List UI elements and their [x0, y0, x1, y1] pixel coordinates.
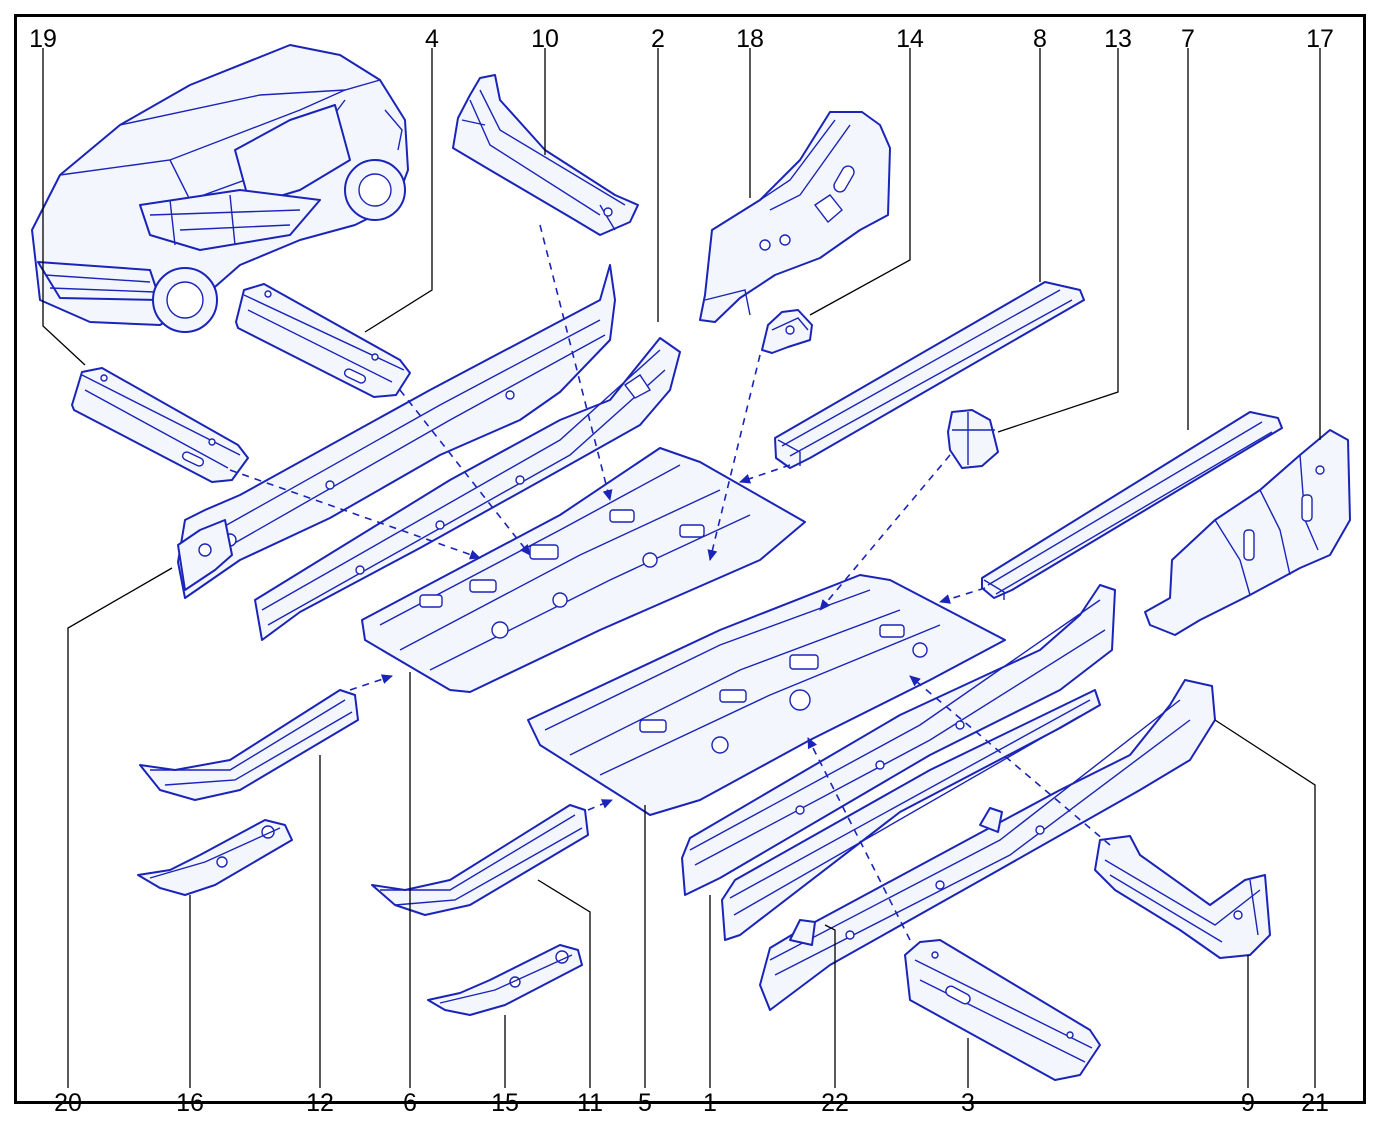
callout-bottom-12: 12 [306, 1089, 334, 1117]
leader-21 [1214, 719, 1316, 1088]
guide-12-to-floor [349, 674, 393, 691]
vehicle-overview-illustration [31, 44, 409, 333]
part-21 [759, 679, 1216, 1011]
guide-14-to-floor [707, 354, 761, 561]
callout-bottom-20: 20 [54, 1089, 82, 1117]
callout-top-14: 14 [896, 25, 924, 53]
callout-top-8: 8 [1033, 25, 1047, 53]
part-18 [699, 111, 891, 323]
guide-4-to-floor [399, 389, 531, 556]
part-3 [904, 939, 1101, 1081]
part-15 [427, 944, 583, 1016]
part-8 [774, 281, 1085, 469]
callout-bottom-11: 11 [577, 1089, 603, 1117]
callout-top-18: 18 [736, 25, 764, 53]
part-17 [1144, 429, 1351, 636]
guide-11-to-floor [587, 799, 613, 811]
part-1 [681, 584, 1116, 896]
callout-bottom-3: 3 [961, 1089, 975, 1117]
assembly-guides [229, 224, 1111, 941]
callout-bottom-21: 21 [1301, 1089, 1329, 1117]
front-floor-pan [361, 447, 806, 693]
callout-bottom-15: 15 [491, 1089, 519, 1117]
guide-8-to-floor [739, 464, 791, 484]
callout-top-4: 4 [425, 25, 439, 53]
part-12 [139, 689, 359, 801]
callout-top-17: 17 [1306, 25, 1334, 53]
guide-10-to-floor [539, 224, 613, 501]
callout-top-10: 10 [531, 25, 559, 53]
callout-bottom-9: 9 [1241, 1089, 1255, 1117]
callout-bottom-22: 22 [821, 1089, 849, 1117]
guide-3-to-floor [807, 737, 911, 941]
leader-13 [997, 48, 1119, 433]
leader-4 [364, 48, 433, 333]
part-7 [981, 411, 1283, 600]
guide-9-to-floor [909, 675, 1111, 846]
part-9 [1094, 835, 1271, 959]
leader-14 [809, 48, 911, 316]
callout-top-13: 13 [1104, 25, 1132, 53]
diagram-frame [14, 14, 1366, 1104]
part-4 [235, 283, 411, 398]
callout-bottom-6: 6 [403, 1089, 417, 1117]
callout-top-19: 19 [29, 25, 57, 53]
callout-top-7: 7 [1181, 25, 1195, 53]
leader-lines [42, 48, 1321, 1088]
guide-19-to-floor [229, 469, 481, 560]
part-11 [371, 804, 589, 916]
part-13 [947, 409, 999, 469]
leader-19 [42, 48, 86, 366]
callout-bottom-5: 5 [638, 1089, 652, 1117]
leader-20 [67, 567, 173, 1088]
part-16 [137, 819, 293, 896]
part-14 [761, 309, 813, 354]
guide-7-to-floor [939, 587, 986, 604]
callout-bottom-1: 1 [703, 1089, 717, 1117]
leader-22 [824, 924, 836, 1088]
part-22 [721, 689, 1101, 941]
leader-11 [537, 879, 591, 1088]
part-19 [71, 367, 249, 483]
part-20 [177, 519, 233, 591]
callout-top-2: 2 [651, 25, 665, 53]
callout-bottom-16: 16 [176, 1089, 204, 1117]
part-6 [254, 337, 681, 641]
